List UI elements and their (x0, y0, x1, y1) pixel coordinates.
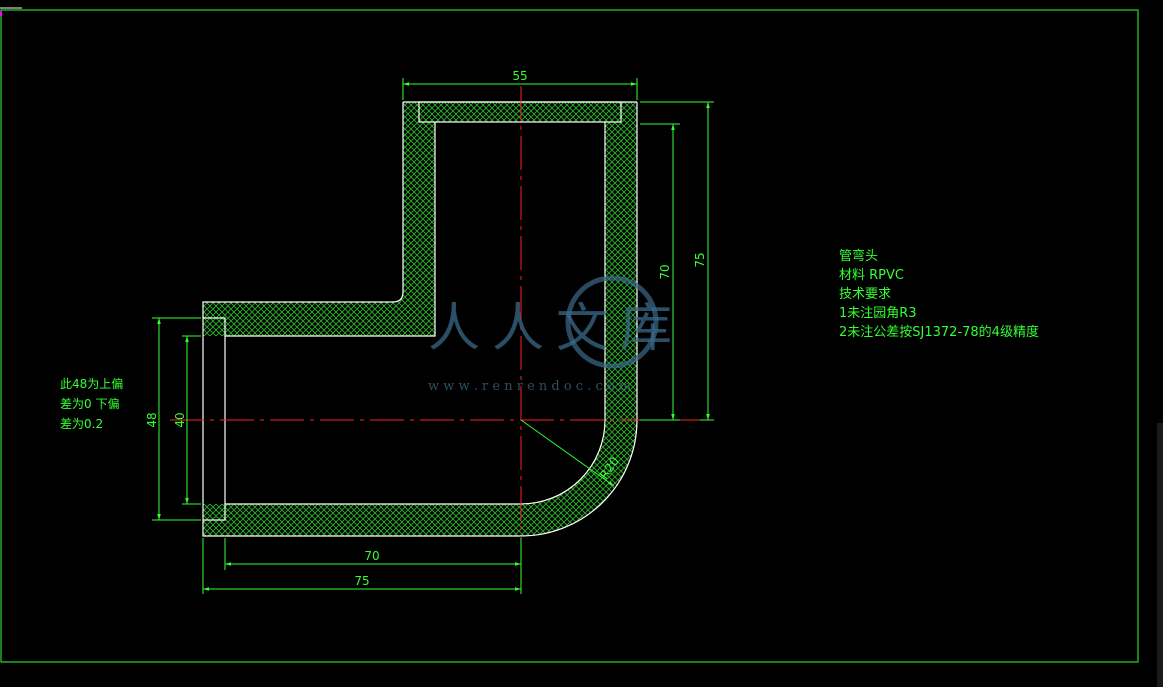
watermark-logo-icon (565, 275, 659, 369)
outer-frame (0, 9, 1139, 663)
dim-top-width: 55 (512, 69, 527, 83)
dim-left-inner-height: 40 (173, 412, 187, 427)
technical-notes: 管弯头 材料 RPVC 技术要求 1未注园角R3 2未注公差按SJ1372-78… (839, 248, 1039, 340)
corner-marker (0, 12, 2, 16)
note-item-2: 2未注公差按SJ1372-78的4级精度 (839, 324, 1039, 340)
note-item-1: 1未注园角R3 (839, 306, 917, 321)
elbow-wall-section (203, 102, 637, 536)
note-title: 管弯头 (839, 248, 878, 264)
dim-left-outer-height: 48 (145, 412, 159, 427)
right-scrollbar[interactable] (1157, 423, 1163, 687)
top-socket-ring (418, 101, 622, 123)
elbow-outline (202, 101, 638, 537)
left-socket-ring (202, 317, 226, 521)
dim-right-inner-height: 70 (658, 264, 672, 279)
tolerance-side-note: 此48为上偏 差为0 下偏 差为0.2 (60, 376, 123, 431)
side-note-line-3: 差为0.2 (60, 417, 103, 431)
dimension-lines (152, 78, 714, 594)
dim-bottom-outer-length: 75 (354, 574, 369, 588)
watermark-url: w w w . r e n r e n d o c . c o m (428, 379, 631, 394)
watermark-text: 人人文库 (428, 299, 684, 359)
watermark: 人人文库 w w w . r e n r e n d o c . c o m (428, 275, 684, 394)
side-note-line-2: 差为0 下偏 (60, 396, 119, 411)
side-note-line-1: 此48为上偏 (60, 376, 123, 391)
note-material: 材料 RPVC (839, 268, 904, 283)
dim-right-outer-height: 75 (693, 252, 707, 267)
centerlines (170, 86, 700, 592)
note-requirements: 技术要求 (839, 287, 891, 302)
dim-bottom-inner-length: 70 (364, 549, 379, 563)
